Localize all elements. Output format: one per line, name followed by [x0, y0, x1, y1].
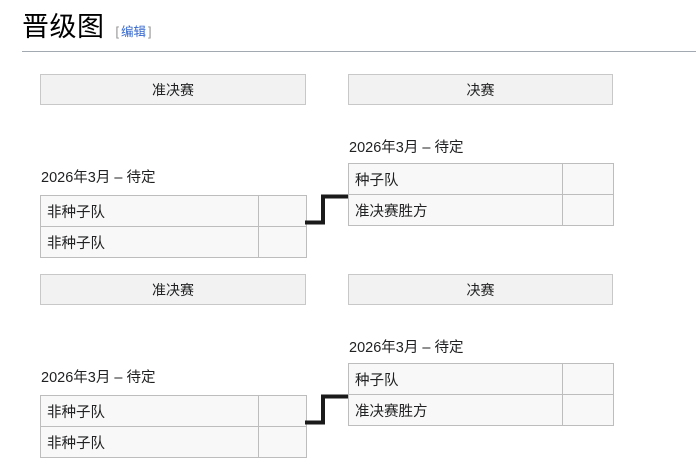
page-title: 晋级图: [22, 12, 105, 42]
score-cell: [258, 195, 307, 227]
round-header-label: 准决赛: [152, 81, 194, 98]
match-table-semifinal-1: 非种子队 非种子队: [40, 195, 307, 258]
table-row[interactable]: 非种子队: [40, 226, 307, 258]
table-row[interactable]: 非种子队: [40, 195, 307, 227]
match-table-final-1: 种子队 准决赛胜方: [348, 163, 614, 226]
team-name-cell: 非种子队: [40, 395, 259, 427]
match-table-final-2: 种子队 准决赛胜方: [348, 363, 614, 426]
team-name-cell: 准决赛胜方: [348, 394, 563, 426]
table-row[interactable]: 准决赛胜方: [348, 394, 614, 426]
table-row[interactable]: 种子队: [348, 163, 614, 195]
edit-section-link[interactable]: 编辑: [120, 25, 146, 39]
edit-open-bracket: [: [115, 25, 119, 39]
table-row[interactable]: 非种子队: [40, 426, 307, 458]
round-header-label: 决赛: [466, 81, 495, 98]
team-name-cell: 种子队: [348, 163, 563, 195]
round-header-label: 决赛: [466, 281, 495, 298]
score-cell: [258, 395, 307, 427]
round-header-semifinal-bottom: 准决赛: [40, 274, 306, 305]
round-header-semifinal-top: 准决赛: [40, 74, 306, 105]
match-table-semifinal-2: 非种子队 非种子队: [40, 395, 307, 458]
team-name-cell: 非种子队: [40, 195, 259, 227]
match-date-semifinal-2: 2026年3月 – 待定: [41, 370, 156, 386]
table-row[interactable]: 非种子队: [40, 395, 307, 427]
score-cell: [258, 426, 307, 458]
score-cell: [258, 226, 307, 258]
match-date-final-1: 2026年3月 – 待定: [349, 140, 464, 156]
table-row[interactable]: 种子队: [348, 363, 614, 395]
round-header-final-bottom: 决赛: [348, 274, 613, 305]
bracket-connector-top: [304, 192, 352, 228]
score-cell: [562, 163, 614, 195]
table-row[interactable]: 准决赛胜方: [348, 194, 614, 226]
score-cell: [562, 363, 614, 395]
team-name-cell: 非种子队: [40, 226, 259, 258]
score-cell: [562, 394, 614, 426]
heading-row: 晋级图 [编辑]: [22, 12, 151, 42]
heading-divider: [22, 51, 696, 52]
edit-section-link-wrapper: [编辑]: [116, 25, 152, 39]
edit-close-bracket: ]: [148, 25, 152, 39]
team-name-cell: 准决赛胜方: [348, 194, 563, 226]
bracket-connector-bottom: [304, 392, 352, 428]
section-heading-block: 晋级图 [编辑]: [0, 0, 696, 54]
match-date-final-2: 2026年3月 – 待定: [349, 340, 464, 356]
score-cell: [562, 194, 614, 226]
round-header-final-top: 决赛: [348, 74, 613, 105]
team-name-cell: 种子队: [348, 363, 563, 395]
match-date-semifinal-1: 2026年3月 – 待定: [41, 170, 156, 186]
team-name-cell: 非种子队: [40, 426, 259, 458]
round-header-label: 准决赛: [152, 281, 194, 298]
